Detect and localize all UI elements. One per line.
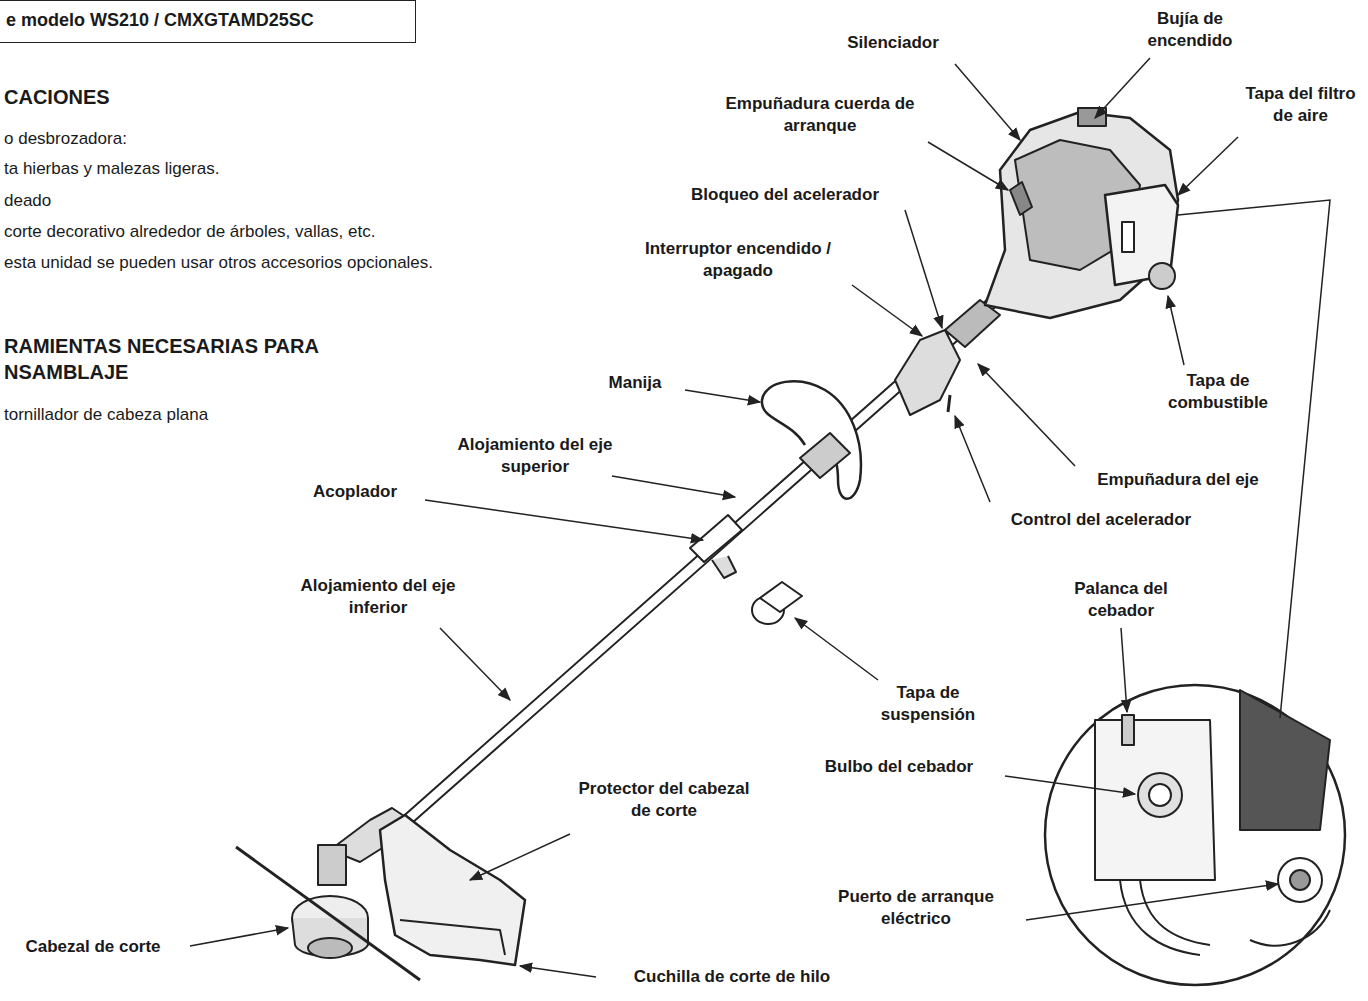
illustration-part — [1095, 690, 1330, 955]
body-text: corte decorativo alrededor de árboles, v… — [4, 221, 375, 243]
part-label: Empuñadura del eje — [1097, 469, 1259, 491]
part-label: Acoplador — [313, 481, 397, 503]
part-label: Silenciador — [847, 32, 939, 54]
illustration-part — [405, 300, 995, 822]
illustration-part — [955, 416, 990, 502]
illustration-part — [425, 500, 703, 540]
illustration-part — [612, 476, 735, 497]
illustration-part — [948, 395, 950, 412]
illustration-part — [1122, 715, 1134, 745]
illustration-part — [440, 628, 510, 700]
illustration-part — [795, 618, 878, 680]
body-text: tornillador de cabeza plana — [4, 404, 208, 426]
illustration-part — [895, 330, 960, 415]
part-label: Alojamiento del eje inferior — [291, 575, 466, 619]
illustration-part — [760, 582, 802, 612]
illustration-part — [1290, 870, 1310, 890]
part-label: Puerto de arranque eléctrico — [824, 886, 1009, 930]
illustration-part — [308, 938, 352, 958]
illustration-part — [712, 556, 736, 578]
part-label: Bulbo del cebador — [825, 756, 973, 778]
model-box: e modelo WS210 / CMXGTAMD25SC — [0, 0, 416, 43]
illustration-part — [405, 300, 995, 822]
illustration-part — [1140, 880, 1210, 945]
part-label: Cuchilla de corte de hilo — [634, 966, 830, 988]
illustration-part — [685, 390, 760, 402]
illustration-part — [852, 285, 922, 336]
illustration-part — [236, 108, 1345, 985]
part-label: Tapa del filtro de aire — [1238, 83, 1363, 127]
part-label: Empuñadura cuerda de arranque — [725, 93, 915, 137]
illustration-part — [318, 845, 346, 885]
part-label: Tapa de combustible — [1148, 370, 1288, 414]
illustration-part — [985, 112, 1178, 318]
part-label: Interruptor encendido / apagado — [628, 238, 848, 282]
illustration-part — [1168, 296, 1184, 365]
illustration-part — [1278, 858, 1322, 902]
illustration-part — [380, 815, 525, 965]
part-label: Palanca del cebador — [1061, 578, 1181, 622]
illustration-part — [1122, 222, 1134, 252]
illustration-part — [1010, 182, 1032, 215]
section-heading: RAMIENTAS NECESARIAS PARA NSAMBLAJE — [4, 333, 384, 385]
illustration-part — [762, 381, 861, 498]
part-label: Alojamiento del eje superior — [448, 434, 623, 478]
model-text: e modelo WS210 / CMXGTAMD25SC — [0, 1, 415, 39]
illustration-part — [1240, 690, 1330, 830]
illustration-part — [190, 928, 288, 946]
illustration-part — [236, 847, 420, 980]
part-label: Cabezal de corte — [25, 936, 160, 958]
body-text: esta unidad se pueden usar otros accesor… — [4, 252, 433, 274]
illustration-part — [1120, 880, 1200, 955]
illustration-part — [1178, 137, 1238, 195]
illustration-part — [978, 364, 1075, 466]
illustration-part — [1045, 685, 1345, 985]
illustration-part — [400, 920, 505, 955]
part-label: Tapa de suspensión — [858, 682, 998, 726]
illustration-part — [190, 58, 1330, 977]
illustration-part — [1121, 628, 1127, 712]
body-text: ta hierbas y malezas ligeras. — [4, 158, 219, 180]
illustration-part — [1149, 784, 1171, 806]
illustration-part — [520, 966, 596, 977]
illustration-part — [1095, 720, 1215, 880]
part-label: Bujía de encendido — [1120, 8, 1260, 52]
part-label: Control del acelerador — [1011, 509, 1191, 531]
illustration-part — [1178, 200, 1330, 718]
illustration-part — [800, 433, 850, 478]
body-text: o desbrozadora: — [4, 128, 127, 150]
illustration-part — [1026, 884, 1278, 920]
illustration-part — [905, 210, 942, 328]
illustration-part — [470, 834, 570, 880]
section-heading: CACIONES — [4, 84, 110, 110]
illustration-part — [1149, 263, 1175, 289]
part-label: Manija — [609, 372, 662, 394]
illustration-part — [955, 64, 1020, 140]
illustration-part — [1095, 58, 1150, 118]
illustration-part — [1138, 773, 1182, 817]
illustration-part — [1005, 776, 1135, 794]
part-label: Protector del cabezal de corte — [572, 778, 757, 822]
body-text: deado — [4, 190, 51, 212]
part-label: Bloqueo del acelerador — [691, 184, 879, 206]
illustration-part — [928, 142, 1008, 190]
illustration-part — [1250, 910, 1330, 946]
